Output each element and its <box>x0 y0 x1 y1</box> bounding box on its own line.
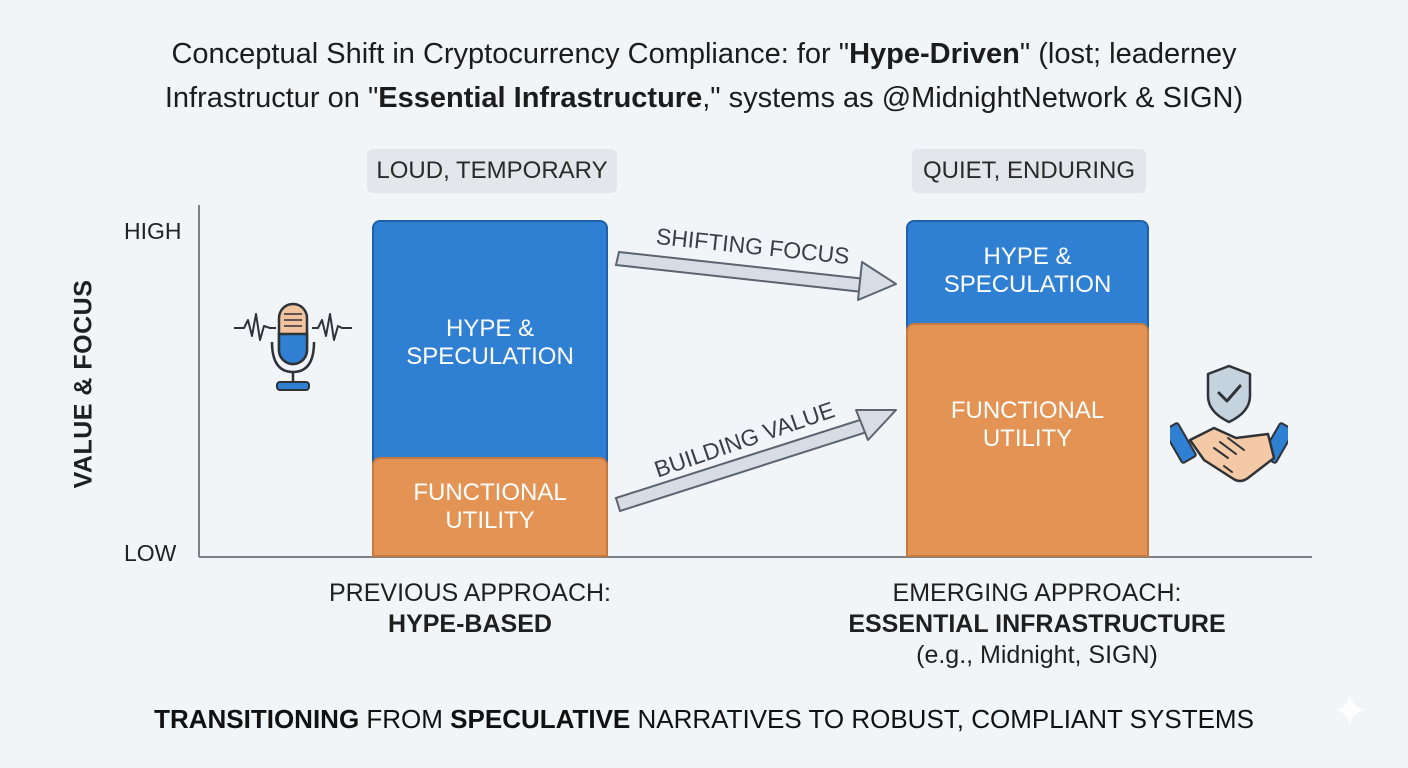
building-value-arrow: BUILDING VALUE <box>614 396 897 513</box>
left-tag: LOUD, TEMPORARY <box>367 149 617 193</box>
y-axis-high-label: HIGH <box>124 218 182 244</box>
right-caption: EMERGING APPROACH: ESSENTIAL INFRASTRUCT… <box>812 578 1262 671</box>
shifting-focus-arrow: SHIFTING FOCUS <box>614 223 897 301</box>
right-tag: QUIET, ENDURING <box>912 149 1146 193</box>
title-line-1: Conceptual Shift in Cryptocurrency Compl… <box>171 38 1237 70</box>
right-caption-line-1: EMERGING APPROACH: <box>892 579 1182 607</box>
right-hype-label: HYPE & SPECULATION <box>943 243 1112 298</box>
left-hype-label: HYPE & SPECULATION <box>406 314 574 370</box>
microphone-icon <box>234 302 352 391</box>
title-line-2: Infrastructur on "Essential Infrastructu… <box>164 82 1244 114</box>
left-caption-line-1: PREVIOUS APPROACH: <box>328 579 612 607</box>
left-caption: PREVIOUS APPROACH: HYPE-BASED <box>290 578 650 640</box>
right-hype-segment: HYPE & SPECULATION <box>906 220 1149 332</box>
shield-handshake-icon <box>1170 364 1288 483</box>
sparkle-icon <box>1334 694 1366 726</box>
y-axis-low-label: LOW <box>124 540 177 566</box>
right-caption-line-3: (e.g., Midnight, SIGN) <box>916 641 1158 669</box>
right-utility-segment: FUNCTIONAL UTILITY <box>906 323 1149 557</box>
left-utility-label: FUNCTIONAL UTILITY <box>413 479 567 534</box>
left-hype-segment: HYPE & SPECULATION <box>372 220 608 465</box>
footer-statement: TRANSITIONING FROM SPECULATIVE NARRATIVE… <box>154 704 1254 734</box>
left-caption-line-2: HYPE-BASED <box>388 610 552 638</box>
right-utility-label: FUNCTIONAL UTILITY <box>950 397 1105 452</box>
left-utility-segment: FUNCTIONAL UTILITY <box>372 457 608 557</box>
diagram-title: Conceptual Shift in Cryptocurrency Compl… <box>0 32 1408 120</box>
right-caption-line-2: ESSENTIAL INFRASTRUCTURE <box>848 610 1226 638</box>
